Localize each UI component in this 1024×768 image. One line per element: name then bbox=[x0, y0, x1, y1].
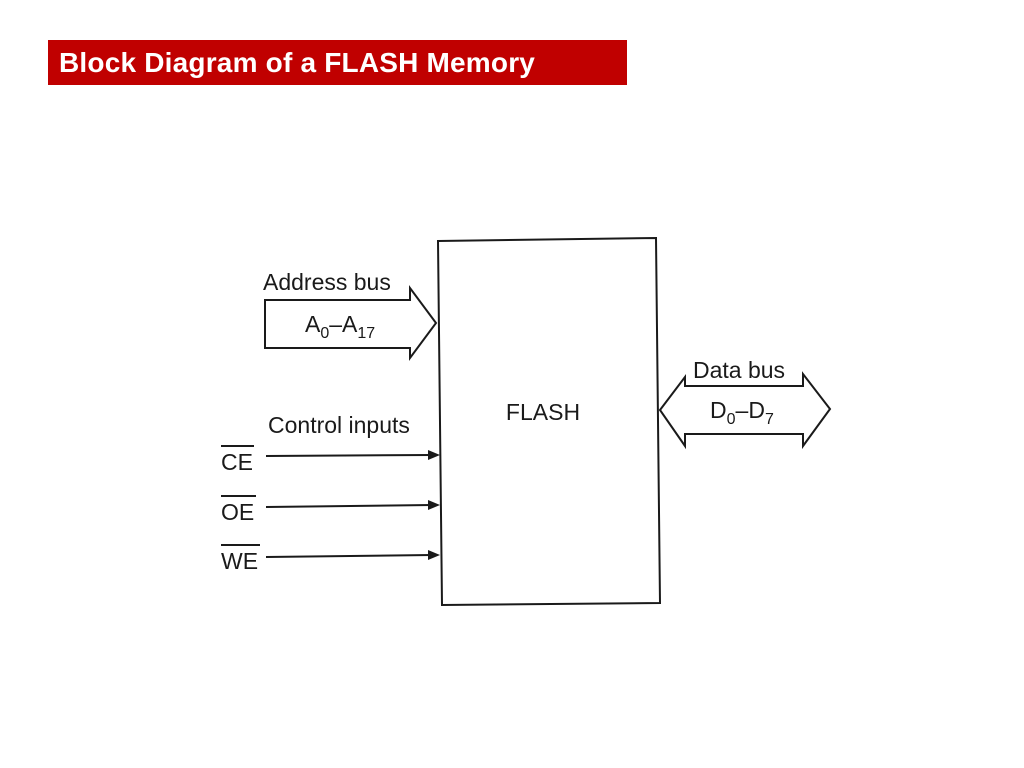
oe-signal-line bbox=[265, 504, 433, 508]
ce-signal-line bbox=[265, 454, 433, 457]
we-signal-label: WE bbox=[221, 548, 258, 574]
we-signal-line bbox=[265, 554, 433, 558]
oe-arrowhead bbox=[428, 500, 440, 510]
address-bus-range: A0–A17 bbox=[305, 311, 375, 342]
data-bus-range: D0–D7 bbox=[710, 397, 774, 428]
oe-signal-label: OE bbox=[221, 499, 254, 525]
flash-block-label: FLASH bbox=[506, 399, 580, 425]
control-inputs-label: Control inputs bbox=[268, 412, 410, 438]
data-bus-arrow bbox=[658, 371, 832, 450]
flash-block bbox=[436, 236, 662, 607]
address-bus-label: Address bus bbox=[263, 269, 391, 295]
ce-arrowhead bbox=[428, 450, 440, 460]
we-arrowhead bbox=[428, 550, 440, 560]
slide-title: Block Diagram of a FLASH Memory bbox=[59, 46, 536, 78]
address-bus-arrow bbox=[264, 284, 438, 362]
ce-signal-label: CE bbox=[221, 449, 253, 475]
data-bus-label: Data bus bbox=[693, 357, 785, 383]
title-banner: Block Diagram of a FLASH Memory bbox=[48, 40, 627, 85]
